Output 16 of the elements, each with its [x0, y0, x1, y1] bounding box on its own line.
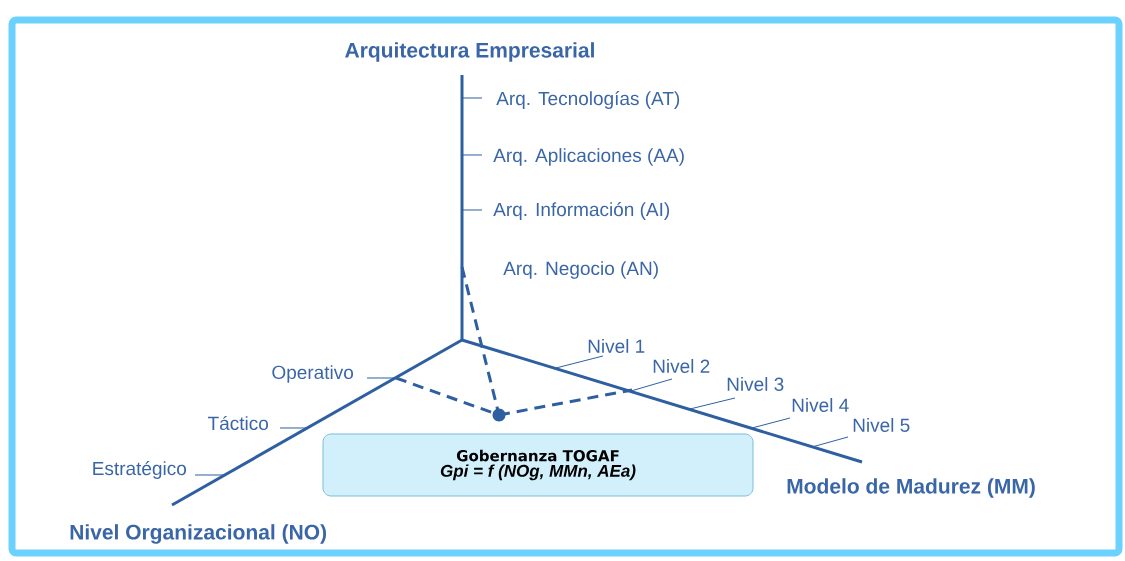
tick-label: Operativo — [272, 365, 353, 383]
tick-label: Nivel 3 — [727, 377, 784, 391]
formula-box: Gobernanza TOGAF Gpi = f (NOg, MMn, AEa) — [322, 433, 754, 497]
tick-label: Arq. Negocio (AN) — [503, 261, 658, 279]
tick-label: Arq. Información (AI) — [493, 202, 670, 220]
tick-label: Nivel 4 — [792, 398, 849, 412]
tick-label: Estratégico — [93, 461, 186, 479]
axis-title: Nivel Organizacional (NO) — [70, 524, 327, 544]
tick-label: Táctico — [208, 415, 268, 431]
tick-label: Nivel 1 — [588, 339, 645, 353]
axis-title: Modelo de Madurez (MM) — [787, 478, 1035, 498]
tick-label: Arq. Aplicaciones (AA) — [493, 148, 684, 166]
tick-label: Nivel 2 — [653, 359, 710, 373]
tick-label: Nivel 5 — [853, 418, 910, 432]
axis-title: Arquitectura Empresarial — [345, 42, 594, 62]
tick-label: Arq. Tecnologías (AT) — [496, 91, 680, 109]
